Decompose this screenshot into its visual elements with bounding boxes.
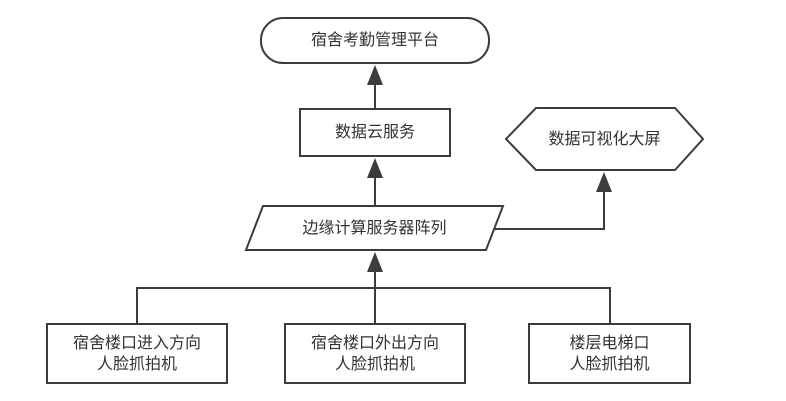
- edge-servers-to-cloud: [367, 158, 383, 206]
- visualization-screen-node-shape: [504, 107, 705, 171]
- edge-servers-node-shape: [244, 205, 505, 251]
- camera-entry-node-shape: [46, 323, 228, 384]
- platform-node-shape: [260, 17, 490, 64]
- arrowhead-up-icon: [367, 158, 383, 178]
- edge-servers-to-screen: [494, 172, 612, 230]
- cloud-service-node-shape: [299, 108, 451, 157]
- arrowhead-up-icon: [596, 172, 612, 192]
- arrowhead-up-icon: [367, 252, 383, 272]
- edge-cameras-to-servers: [136, 252, 611, 324]
- edge-cloud-to-platform: [367, 65, 383, 108]
- arrowhead-up-icon: [367, 65, 383, 85]
- camera-elevator-node-shape: [528, 323, 691, 384]
- camera-exit-node-shape: [284, 323, 466, 384]
